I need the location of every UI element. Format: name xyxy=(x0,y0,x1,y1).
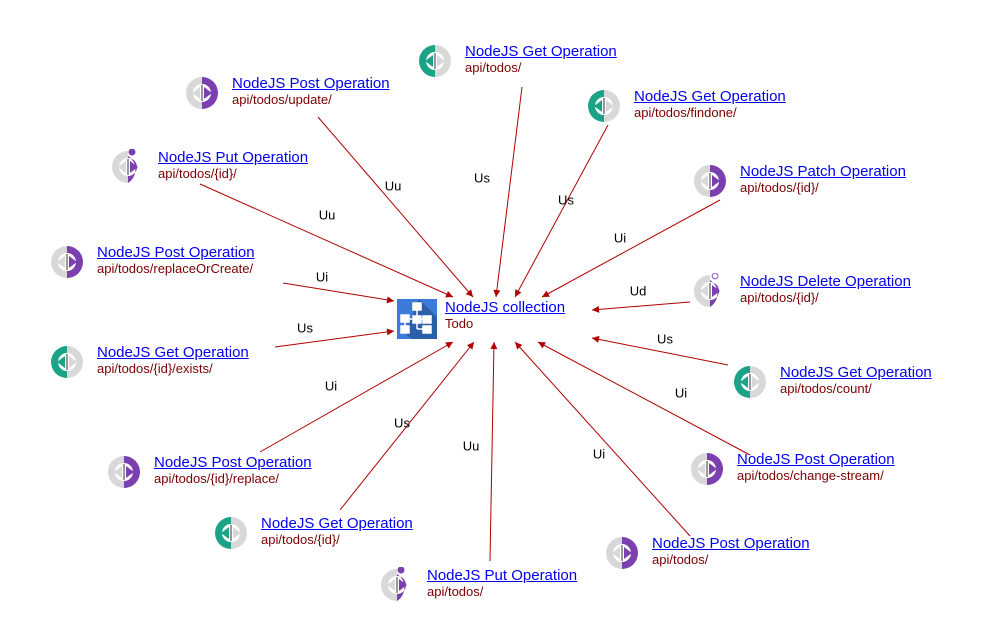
edge-label: Us xyxy=(394,415,410,431)
edge-label: Ui xyxy=(674,385,688,401)
edge-n10 xyxy=(259,341,454,453)
post-operation-icon xyxy=(604,535,640,571)
operation-path: api/todos/ xyxy=(652,552,709,567)
operation-title[interactable]: NodeJS Post Operation xyxy=(232,75,390,92)
edge-n14 xyxy=(489,341,498,562)
put-operation-icon xyxy=(110,148,146,185)
edge-n3 xyxy=(514,124,609,298)
operation-path: api/todos/findone/ xyxy=(634,105,737,120)
operation-title[interactable]: NodeJS Patch Operation xyxy=(740,163,906,180)
operation-title[interactable]: NodeJS Delete Operation xyxy=(740,273,911,290)
operation-path: api/todos/replaceOrCreate/ xyxy=(97,261,254,276)
operation-path: api/todos/{id}/ xyxy=(261,532,340,547)
operation-title[interactable]: NodeJS Get Operation xyxy=(634,88,786,105)
operation-title[interactable]: NodeJS Put Operation xyxy=(427,567,578,584)
operation-path: api/todos/ xyxy=(427,584,484,599)
operation-path: api/todos/update/ xyxy=(232,92,332,107)
edge-n5 xyxy=(541,199,721,298)
edge-n9 xyxy=(591,335,729,366)
edge-n1 xyxy=(493,86,523,298)
operation-title[interactable]: NodeJS Post Operation xyxy=(97,244,255,261)
operation-path: api/todos/{id}/ xyxy=(740,290,819,305)
operation-title[interactable]: NodeJS Post Operation xyxy=(737,451,895,468)
edge-n13 xyxy=(514,341,691,537)
delete-operation-icon xyxy=(692,272,728,309)
edge-label: Us xyxy=(297,320,313,336)
post-operation-icon xyxy=(184,75,220,111)
edge-label: Us xyxy=(558,192,574,208)
operation-path: api/todos/ xyxy=(465,60,522,75)
edge-label: Ui xyxy=(592,446,606,462)
edge-label: Ui xyxy=(324,378,338,394)
put-operation-icon xyxy=(379,566,415,603)
edge-label: Ud xyxy=(629,283,647,299)
operation-path: api/todos/{id}/replace/ xyxy=(154,471,280,486)
edge-label: Us xyxy=(474,170,490,186)
get-operation-icon xyxy=(49,344,85,380)
edge-label: Uu xyxy=(384,178,402,194)
operation-title[interactable]: NodeJS Post Operation xyxy=(652,535,810,552)
get-operation-icon xyxy=(586,88,622,124)
edge-n7 xyxy=(591,301,691,313)
operation-title[interactable]: NodeJS Get Operation xyxy=(780,364,932,381)
operation-path: api/todos/{id}/ xyxy=(740,180,819,195)
edge-label: Ui xyxy=(613,230,627,246)
edge-n4 xyxy=(199,183,454,298)
get-operation-icon xyxy=(417,43,453,79)
operation-path: api/todos/{id}/exists/ xyxy=(97,361,213,376)
edge-n11 xyxy=(537,341,751,456)
edge-label: Uu xyxy=(318,207,336,223)
edge-n12 xyxy=(339,341,475,511)
collection-icon xyxy=(397,299,437,339)
collection-node[interactable]: NodeJS collection Todo xyxy=(397,299,565,339)
edge-label: Uu xyxy=(462,438,480,454)
edge-n6 xyxy=(282,282,395,304)
edge-label: Us xyxy=(657,331,673,347)
get-operation-icon xyxy=(732,364,768,400)
patch-operation-icon xyxy=(692,163,728,199)
operation-title[interactable]: NodeJS Post Operation xyxy=(154,454,312,471)
post-operation-icon xyxy=(689,451,725,487)
operation-title[interactable]: NodeJS Put Operation xyxy=(158,149,309,166)
post-operation-icon xyxy=(49,244,85,280)
operation-title[interactable]: NodeJS Get Operation xyxy=(465,43,617,60)
post-operation-icon xyxy=(106,454,142,490)
operation-title[interactable]: NodeJS Get Operation xyxy=(261,515,413,532)
operation-title[interactable]: NodeJS Get Operation xyxy=(97,344,249,361)
collection-title[interactable]: NodeJS collection xyxy=(445,299,566,316)
operation-path: api/todos/count/ xyxy=(780,381,872,396)
collection-subtitle: Todo xyxy=(445,316,474,331)
get-operation-icon xyxy=(213,515,249,551)
operation-path: api/todos/{id}/ xyxy=(158,166,237,181)
edge-n2 xyxy=(317,116,474,298)
operation-path: api/todos/change-stream/ xyxy=(737,468,884,483)
edge-label: Ui xyxy=(315,269,329,285)
edge-n8 xyxy=(274,328,395,348)
